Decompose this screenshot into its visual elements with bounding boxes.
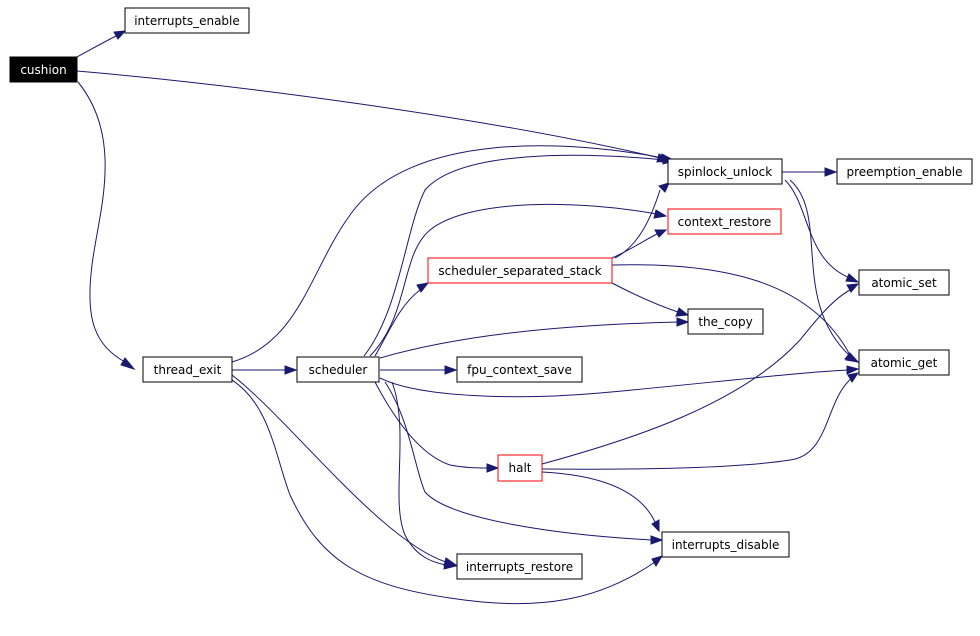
node-scheduler[interactable]: scheduler xyxy=(296,356,380,383)
node-the_copy[interactable]: the_copy xyxy=(687,308,764,335)
edge-halt-interrupts_disable xyxy=(541,471,656,523)
edge-arrowhead xyxy=(824,167,838,177)
edge-scheduler-interrupts_restore xyxy=(391,381,447,566)
edge-arrowhead xyxy=(284,365,298,375)
edge-scheduler_separated_stack-context_restore xyxy=(611,233,658,259)
edge-thread_exit-interrupts_disable xyxy=(231,379,656,605)
node-label: atomic_get xyxy=(871,356,938,370)
edge-spinlock_unlock-atomic_set xyxy=(784,179,851,279)
node-label: spinlock_unlock xyxy=(678,165,773,179)
edge-arrowhead xyxy=(416,282,430,293)
node-interrupts_restore[interactable]: interrupts_restore xyxy=(456,553,583,580)
edge-arrowhead xyxy=(844,352,860,363)
node-interrupts_enable[interactable]: interrupts_enable xyxy=(124,7,250,34)
edge-scheduler_separated_stack-the_copy xyxy=(611,282,679,313)
edge-arrowhead xyxy=(846,365,860,375)
edge-arrowhead xyxy=(847,372,860,383)
node-label: thread_exit xyxy=(154,363,222,377)
node-label: scheduler_separated_stack xyxy=(438,264,601,278)
node-label: preemption_enable xyxy=(846,165,962,179)
edge-scheduler-spinlock_unlock xyxy=(363,154,666,357)
edge-arrowhead xyxy=(676,317,690,327)
edge-arrowhead xyxy=(120,357,136,370)
node-label: interrupts_enable xyxy=(134,14,240,28)
edge-arrowhead xyxy=(845,273,860,283)
node-preemption_enable[interactable]: preemption_enable xyxy=(836,158,973,185)
edge-arrowhead xyxy=(113,30,127,40)
node-interrupts_disable[interactable]: interrupts_disable xyxy=(661,531,790,558)
edge-arrowhead xyxy=(486,463,500,473)
node-label: halt xyxy=(509,461,532,475)
node-label: interrupts_restore xyxy=(466,560,573,574)
node-atomic_get[interactable]: atomic_get xyxy=(858,349,950,376)
edge-scheduler-context_restore xyxy=(369,203,658,357)
edge-arrowhead xyxy=(651,519,660,533)
edge-arrowhead xyxy=(650,535,664,545)
edge-halt-atomic_set xyxy=(541,289,851,465)
node-fpu_context_save[interactable]: fpu_context_save xyxy=(456,356,583,383)
edge-arrowhead xyxy=(846,283,860,293)
edge-scheduler-halt xyxy=(374,381,489,469)
node-label: context_restore xyxy=(678,215,772,229)
edge-arrowhead xyxy=(444,365,458,375)
edge-cushion-thread_exit xyxy=(77,81,126,363)
node-scheduler_separated_stack[interactable]: scheduler_separated_stack xyxy=(427,257,613,284)
edge-scheduler-interrupts_disable xyxy=(384,381,653,541)
node-spinlock_unlock[interactable]: spinlock_unlock xyxy=(667,158,783,185)
edge-scheduler_separated_stack-atomic_get xyxy=(611,264,851,356)
node-label: scheduler xyxy=(309,363,368,377)
edge-halt-atomic_get xyxy=(541,377,853,470)
node-label: interrupts_disable xyxy=(672,538,780,552)
node-label: the_copy xyxy=(698,315,752,329)
node-halt[interactable]: halt xyxy=(497,454,543,482)
edge-arrowhead xyxy=(651,555,664,567)
edge-cushion-interrupts_enable xyxy=(74,35,117,59)
edge-thread_exit-interrupts_restore xyxy=(231,374,447,563)
edge-cushion-spinlock_unlock xyxy=(76,70,661,159)
edge-scheduler-atomic_get xyxy=(379,369,849,398)
node-cushion[interactable]: cushion xyxy=(9,56,78,83)
edge-spinlock_unlock-atomic_get xyxy=(789,179,851,357)
edge-scheduler_separated_stack-spinlock_unlock xyxy=(614,189,661,259)
edge-arrowhead xyxy=(654,229,668,238)
edges xyxy=(74,30,860,605)
edge-arrowhead xyxy=(653,209,668,219)
node-label: fpu_context_save xyxy=(467,363,572,377)
edge-thread_exit-spinlock_unlock xyxy=(231,145,664,363)
node-atomic_set[interactable]: atomic_set xyxy=(858,269,950,296)
edge-arrowhead xyxy=(658,182,670,193)
node-thread_exit[interactable]: thread_exit xyxy=(142,356,233,383)
edge-scheduler-the_copy xyxy=(379,321,679,359)
edge-arrowhead xyxy=(443,560,458,570)
nodes: cushion interrupts_enable thread_exit sc… xyxy=(9,7,973,580)
edge-scheduler-scheduler_separated_stack xyxy=(374,289,421,357)
edge-arrowhead xyxy=(675,307,690,317)
node-label: cushion xyxy=(20,63,66,77)
node-label: atomic_set xyxy=(871,276,937,290)
node-context_restore[interactable]: context_restore xyxy=(667,208,782,235)
